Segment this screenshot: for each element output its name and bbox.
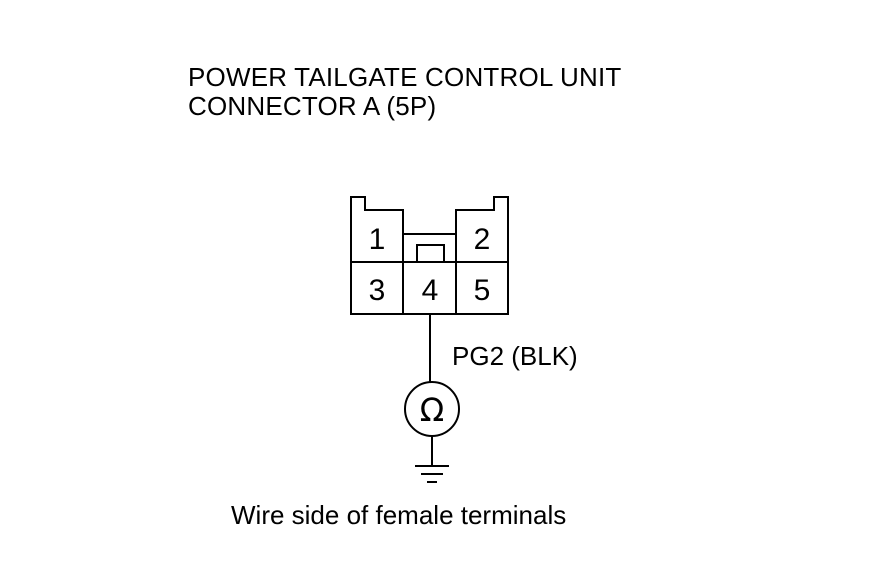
connector-body — [350, 196, 509, 315]
ohmmeter-icon: Ω — [404, 381, 460, 437]
pin-5-label: 5 — [474, 274, 491, 307]
title-line-2: CONNECTOR A (5P) — [188, 91, 437, 121]
pin-1-label: 1 — [369, 223, 386, 256]
wire-label: PG2 (BLK) — [452, 341, 578, 371]
pin-3-label: 3 — [369, 274, 386, 307]
diagram-title: POWER TAILGATE CONTROL UNIT CONNECTOR A … — [188, 63, 621, 121]
diagram-caption: Wire side of female terminals — [231, 500, 567, 530]
pin-2-label: 2 — [474, 223, 491, 256]
title-line-1: POWER TAILGATE CONTROL UNIT — [188, 62, 622, 92]
pin-4-label: 4 — [422, 274, 439, 307]
ground-icon — [415, 465, 449, 483]
ohm-symbol: Ω — [420, 391, 444, 429]
